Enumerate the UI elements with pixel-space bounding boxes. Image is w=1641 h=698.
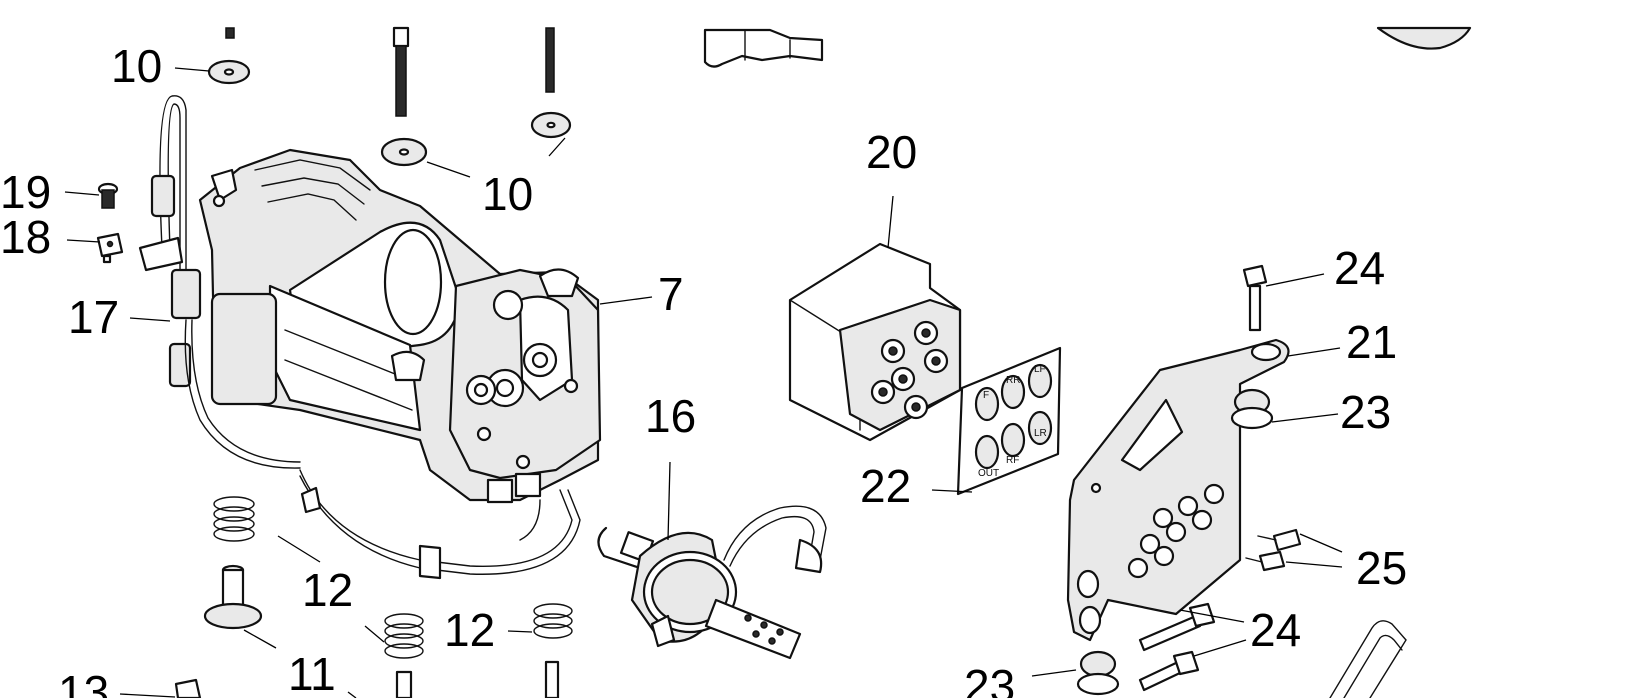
spring-12-right [533, 603, 573, 639]
valve-11 [203, 564, 263, 630]
callout-16: 16 [645, 390, 696, 442]
callout-25: 25 [1356, 542, 1407, 594]
bolt-24-top [1242, 264, 1268, 332]
screw-19 [97, 182, 119, 209]
spring-12-left [213, 496, 255, 542]
pin-bottom-middle [395, 670, 413, 698]
port-label-lf: LF [1034, 364, 1046, 375]
callout-17: 17 [68, 291, 119, 343]
port-label-lr: LR [1034, 428, 1047, 439]
bolt-24-lower-b [1138, 650, 1200, 692]
long-bolt-right [545, 27, 555, 93]
grommet-23-top [1230, 388, 1274, 430]
callout-23-top: 23 [1340, 386, 1391, 438]
compressor-7 [198, 148, 602, 580]
port-label-out: OUT [978, 468, 999, 479]
screw-25-lower [1245, 550, 1286, 572]
valve-block-20 [788, 242, 962, 442]
bolt-24-lower-a [1138, 602, 1216, 652]
callout-24-bottom: 24 [1250, 604, 1301, 656]
callout-19: 19 [0, 166, 51, 218]
callout-11: 11 [288, 648, 336, 698]
callout-24-top: 24 [1334, 242, 1385, 294]
callout-20: 20 [866, 126, 917, 178]
callout-12-left: 12 [302, 564, 353, 616]
silencer-16 [597, 505, 827, 660]
callout-22: 22 [860, 460, 911, 512]
port-label-plate-22: F RR LF LR RF OUT [956, 346, 1062, 496]
part-13 [174, 678, 202, 698]
screw-25-upper [1257, 528, 1302, 552]
callout-13: 13 [58, 666, 109, 698]
bolt-top-left-partial [225, 27, 235, 39]
bracket-21 [1066, 338, 1290, 642]
callout-7: 7 [658, 268, 684, 320]
callout-21: 21 [1346, 316, 1397, 368]
washer-10-right [530, 111, 572, 139]
spring-12-middle [384, 613, 424, 659]
clip-18 [96, 232, 124, 264]
pin-bottom-right [544, 660, 560, 698]
air-connector-top [703, 28, 824, 68]
grommet-23-bottom [1076, 650, 1120, 696]
leader-lines [64, 67, 1343, 698]
tube-bottom-right [1329, 620, 1407, 698]
long-bolt-center [392, 26, 410, 117]
callout-numbers: 10 10 19 18 17 7 20 16 22 24 21 23 25 12… [0, 40, 1407, 698]
port-label-rf: RF [1006, 455, 1019, 466]
washer-10-left [207, 59, 251, 85]
harness-17 [138, 95, 301, 469]
callout-18: 18 [0, 211, 51, 263]
cover-partial-top-right [1376, 26, 1472, 50]
callout-10-center: 10 [482, 168, 533, 220]
port-label-rr: RR [1006, 375, 1020, 386]
callout-10-left: 10 [111, 40, 162, 92]
callout-23-bottom: 23 [964, 660, 1015, 698]
callout-12-right: 12 [444, 604, 495, 656]
washer-10-center [380, 137, 428, 167]
port-label-f: F [983, 390, 989, 401]
